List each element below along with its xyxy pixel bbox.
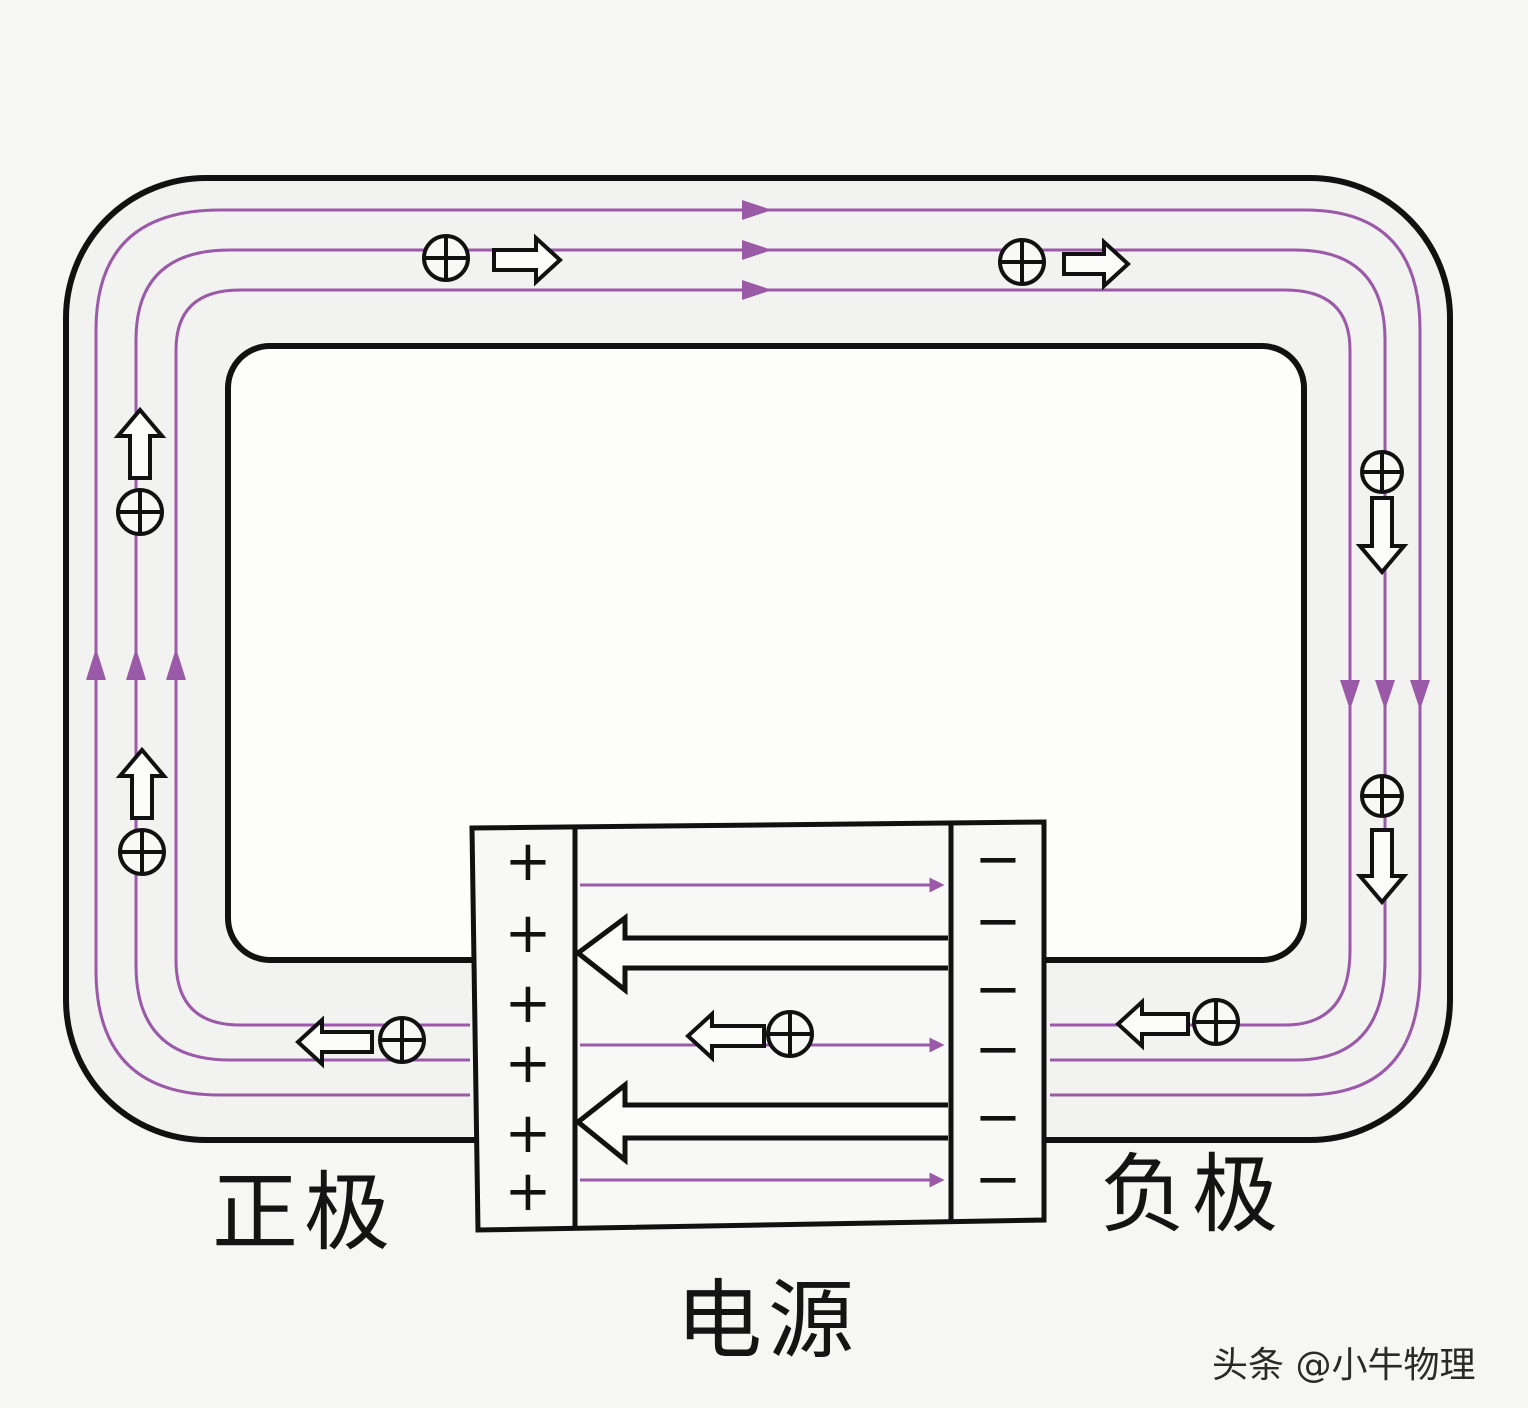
- positive-pole-label: 正极: [212, 1163, 396, 1263]
- positive-charges: [116, 234, 1404, 1064]
- hollow-arrow-icon: [573, 1079, 948, 1166]
- hollow-arrow-icon: [115, 746, 169, 820]
- positive-charge-icon: [116, 488, 164, 536]
- plus-sign: +: [505, 829, 552, 894]
- positive-charge-icon: [1192, 998, 1240, 1046]
- current-arrowheads: [86, 200, 1430, 710]
- hollow-arrow-icon: [685, 1009, 766, 1063]
- power-source-label: 电源: [676, 1271, 860, 1371]
- current-arrowhead-icon: [1410, 680, 1430, 710]
- current-arrowhead-icon: [742, 240, 772, 260]
- positive-charge-icon: [422, 234, 470, 282]
- hollow-arrow-icon: [295, 1015, 374, 1069]
- positive-plate-signs: + + + + + +: [505, 829, 552, 1224]
- minus-sign: −: [975, 889, 1022, 954]
- current-arrowhead-icon: [742, 280, 772, 300]
- plus-sign: +: [505, 1101, 552, 1166]
- minus-sign: −: [975, 1147, 1022, 1212]
- minus-sign: −: [975, 1017, 1022, 1082]
- current-arrowhead-icon: [166, 648, 186, 680]
- positive-charge-icon: [998, 238, 1046, 286]
- plus-sign: +: [505, 971, 552, 1036]
- current-arrowhead-icon: [1375, 680, 1395, 710]
- minus-sign: −: [975, 827, 1022, 892]
- hollow-arrow-icon: [492, 233, 563, 287]
- negative-plate-signs: − − − − − −: [975, 827, 1022, 1212]
- minus-sign: −: [975, 1085, 1022, 1150]
- hollow-arrow-icon: [113, 406, 167, 480]
- hollow-arrow-icon: [573, 913, 948, 996]
- watermark: 头条 @小牛物理: [1212, 1345, 1476, 1386]
- hollow-arrow-icon: [1115, 997, 1190, 1051]
- plus-sign: +: [505, 1031, 552, 1096]
- positive-charge-icon: [118, 828, 166, 876]
- plus-sign: +: [505, 901, 552, 966]
- hollow-arrow-icon: [1062, 237, 1131, 291]
- minus-sign: −: [975, 957, 1022, 1022]
- hollow-arrow-icon: [1355, 828, 1409, 906]
- current-arrowhead-icon: [86, 648, 106, 680]
- plus-sign: +: [505, 1159, 552, 1224]
- positive-charge-icon: [766, 1010, 814, 1058]
- current-arrowhead-icon: [742, 200, 772, 220]
- current-arrowhead-icon: [126, 648, 146, 680]
- positive-charge-icon: [378, 1016, 426, 1064]
- positive-charge-icon: [1360, 774, 1404, 818]
- hollow-arrow-icon: [1355, 496, 1409, 576]
- current-arrowhead-icon: [1340, 680, 1360, 710]
- charge-motion-arrows: [113, 233, 1409, 1069]
- negative-pole-label: 负极: [1100, 1145, 1284, 1245]
- positive-charge-icon: [1360, 450, 1404, 494]
